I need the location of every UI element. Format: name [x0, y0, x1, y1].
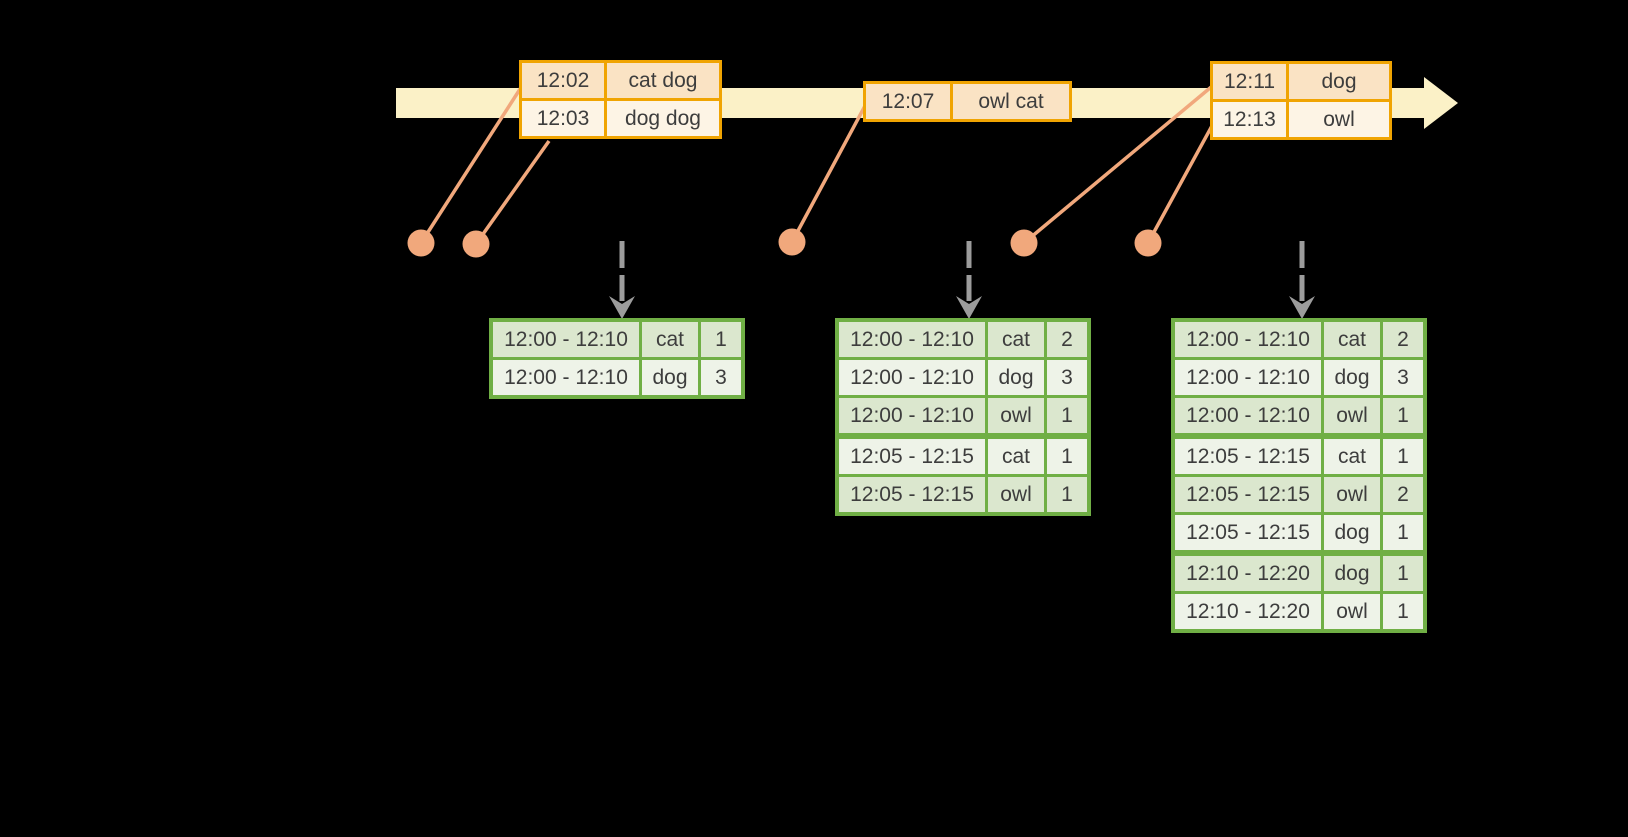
event-time-cell: 12:02: [522, 63, 604, 98]
count-cell: 2: [1383, 477, 1423, 512]
word-cell: cat: [1324, 322, 1380, 357]
event-words-cell: owl: [1289, 102, 1389, 137]
window-cell: 12:00 - 12:10: [839, 360, 985, 395]
count-cell: 1: [701, 322, 741, 357]
count-cell: 3: [1383, 360, 1423, 395]
window-cell: 12:00 - 12:10: [1175, 360, 1321, 395]
event-leader-line: [1146, 123, 1215, 244]
count-cell: 1: [1383, 398, 1423, 433]
window-cell: 12:10 - 12:20: [1175, 594, 1321, 629]
word-cell: owl: [1324, 398, 1380, 433]
word-cell: cat: [1324, 439, 1380, 474]
word-cell: dog: [1324, 360, 1380, 395]
count-cell: 3: [1047, 360, 1087, 395]
count-cell: 1: [1047, 439, 1087, 474]
event-time-cell: 12:13: [1213, 102, 1286, 137]
event-marker-dot: [407, 229, 435, 257]
event-marker-dot: [778, 228, 806, 256]
count-cell: 1: [1383, 556, 1423, 591]
word-cell: dog: [1324, 515, 1380, 550]
event-leader-lines: [419, 81, 1218, 246]
window-cell: 12:00 - 12:10: [493, 322, 639, 357]
window-cell: 12:05 - 12:15: [839, 477, 985, 512]
word-cell: owl: [1324, 477, 1380, 512]
event-words-cell: cat dog: [607, 63, 719, 98]
count-cell: 3: [701, 360, 741, 395]
event-time-cell: 12:03: [522, 101, 604, 136]
count-cell: 2: [1383, 322, 1423, 357]
event-marker-dot: [462, 230, 490, 258]
event-marker-dot: [1134, 229, 1162, 257]
word-cell: dog: [642, 360, 698, 395]
word-cell: cat: [642, 322, 698, 357]
window-cell: 12:05 - 12:15: [1175, 439, 1321, 474]
trigger-arrows: [609, 241, 1315, 319]
window-cell: 12:05 - 12:15: [839, 439, 985, 474]
event-time-cell: 12:11: [1213, 64, 1286, 99]
window-cell: 12:00 - 12:10: [1175, 398, 1321, 433]
trigger-arrowhead-icon: [1289, 296, 1315, 319]
word-cell: owl: [1324, 594, 1380, 629]
event-leader-line: [474, 139, 551, 246]
count-cell: 1: [1047, 477, 1087, 512]
count-cell: 1: [1047, 398, 1087, 433]
trigger-arrowhead-icon: [956, 296, 982, 319]
event-words-cell: dog dog: [607, 101, 719, 136]
window-cell: 12:05 - 12:15: [1175, 477, 1321, 512]
word-cell: cat: [988, 439, 1044, 474]
event-time-cell: 12:07: [866, 84, 950, 119]
count-cell: 1: [1383, 515, 1423, 550]
word-cell: owl: [988, 477, 1044, 512]
event-words-cell: owl cat: [953, 84, 1069, 119]
word-cell: dog: [1324, 556, 1380, 591]
word-cell: cat: [988, 322, 1044, 357]
count-cell: 1: [1383, 594, 1423, 629]
window-cell: 12:05 - 12:15: [1175, 515, 1321, 550]
event-leader-line: [1022, 81, 1218, 245]
event-words-cell: dog: [1289, 64, 1389, 99]
event-leader-line: [790, 103, 868, 243]
trigger-arrowhead-icon: [609, 296, 635, 319]
word-cell: dog: [988, 360, 1044, 395]
window-cell: 12:00 - 12:10: [493, 360, 639, 395]
event-leader-line: [419, 85, 524, 244]
event-marker-dot: [1010, 229, 1038, 257]
window-cell: 12:00 - 12:10: [839, 398, 985, 433]
window-cell: 12:10 - 12:20: [1175, 556, 1321, 591]
timeline-arrowhead-icon: [1424, 77, 1458, 129]
window-cell: 12:00 - 12:10: [839, 322, 985, 357]
word-cell: owl: [988, 398, 1044, 433]
event-markers: [407, 228, 1162, 258]
window-cell: 12:00 - 12:10: [1175, 322, 1321, 357]
count-cell: 2: [1047, 322, 1087, 357]
count-cell: 1: [1383, 439, 1423, 474]
